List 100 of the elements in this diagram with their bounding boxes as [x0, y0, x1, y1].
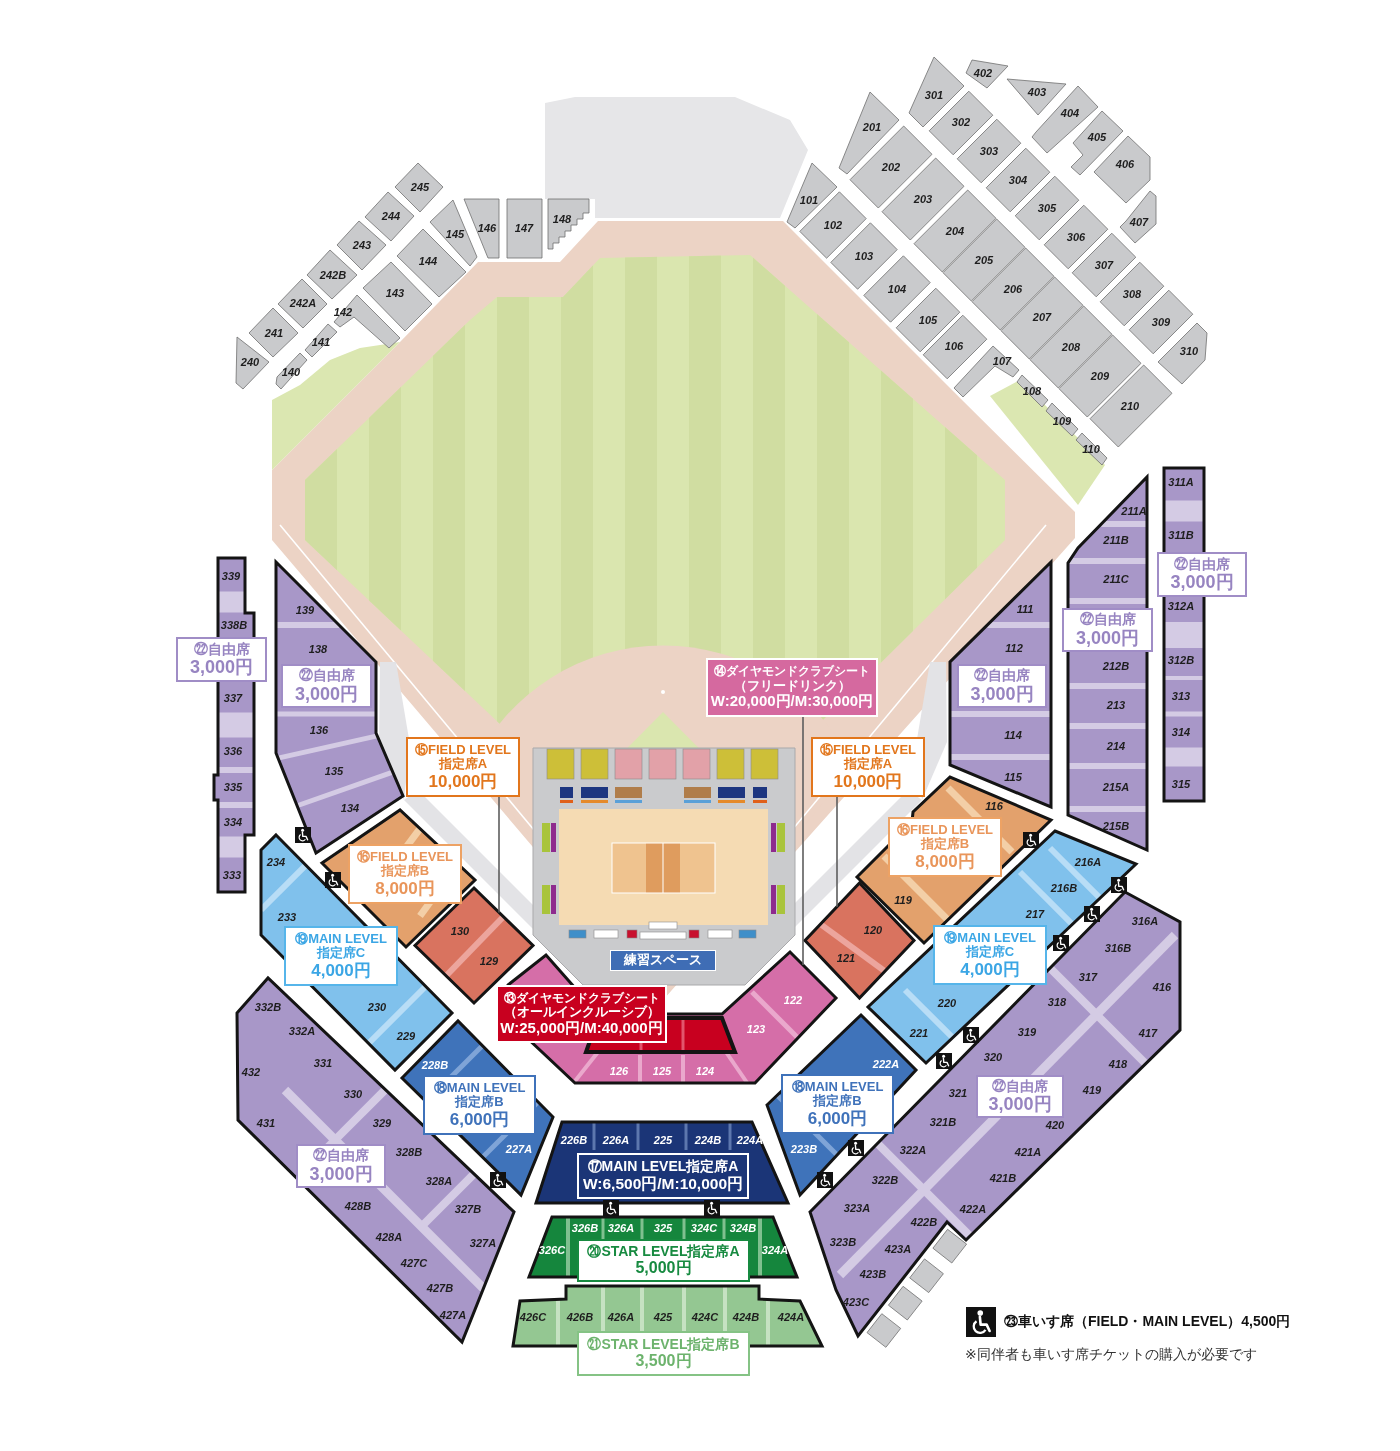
price-text: W:20,000円/M:30,000円	[710, 693, 874, 710]
price-text: 3,500円	[635, 1352, 692, 1371]
price-text: 10,000円	[833, 772, 903, 792]
section-number: 230	[367, 1001, 387, 1013]
category-text: ㉒自由席	[193, 641, 250, 658]
section-number: 325	[653, 1222, 673, 1234]
section-number: 423A	[884, 1243, 912, 1255]
section-number: 406	[1115, 158, 1135, 170]
category-text: ⑭ダイヤモンドクラブシート	[714, 665, 870, 679]
section-number: 125	[652, 1065, 672, 1077]
section-number: 431	[256, 1117, 276, 1129]
section-number: 423C	[842, 1296, 870, 1308]
section-number: 324C	[690, 1222, 718, 1234]
section-number: 421A	[1014, 1146, 1042, 1158]
price-text: 3,000円	[309, 1163, 373, 1184]
section-number: 418	[1108, 1058, 1128, 1070]
section-number: 323B	[829, 1236, 857, 1248]
price-box	[1157, 552, 1247, 597]
section-number: 402	[973, 67, 993, 79]
price-box	[423, 1075, 536, 1135]
section-number: 424A	[777, 1311, 805, 1323]
section-number: 121	[836, 952, 856, 964]
price-box	[957, 664, 1047, 708]
section-number: 403	[1027, 86, 1047, 98]
section-number: 423B	[859, 1268, 887, 1280]
section-number: 308	[1122, 288, 1142, 300]
section-number: 317	[1078, 971, 1098, 983]
category-text: ⑳STAR LEVEL指定席A	[587, 1243, 740, 1260]
category-text: ⑱MAIN LEVEL	[433, 1080, 526, 1095]
section-number: 327B	[454, 1203, 482, 1215]
section-number: 208	[1061, 341, 1081, 353]
section-number: 326A	[607, 1222, 635, 1234]
section-number: 101	[799, 194, 819, 206]
category-text: ⑬ダイヤモンドクラブシート	[503, 991, 660, 1005]
price-box	[781, 1074, 894, 1134]
section-number: 126	[609, 1065, 629, 1077]
section-number: 107	[992, 355, 1012, 367]
price-box	[296, 1144, 386, 1188]
category-text: ⑯FIELD LEVEL	[356, 849, 454, 864]
category-text: 指定席B	[380, 864, 430, 880]
section-number: 404	[1060, 107, 1080, 119]
section-number: 419	[1082, 1084, 1102, 1096]
section-number: 337	[223, 692, 243, 704]
section-number: 316B	[1104, 942, 1132, 954]
section-number: 335	[223, 781, 243, 793]
section-number: 148	[552, 213, 572, 225]
section-number: 102	[823, 219, 843, 231]
section-number: 105	[918, 314, 938, 326]
section-number: 424C	[691, 1311, 719, 1323]
section-number: 318	[1047, 996, 1067, 1008]
section-number: 332A	[288, 1025, 316, 1037]
section-number: 324A	[761, 1244, 789, 1256]
section-number: 303	[979, 145, 999, 157]
section-number: 226B	[560, 1134, 588, 1146]
section-number: 204	[945, 225, 965, 237]
section-number: 123	[746, 1023, 766, 1035]
price-box	[577, 1153, 749, 1199]
section-number: 134	[340, 802, 360, 814]
category-text: ⑲MAIN LEVEL	[295, 931, 387, 946]
section-number: 331	[313, 1057, 333, 1069]
price-text: 10,000円	[428, 772, 498, 792]
category-text: ⑱MAIN LEVEL	[791, 1079, 884, 1094]
price-text: 3,000円	[1170, 572, 1234, 593]
section-number: 428A	[375, 1231, 403, 1243]
price-text: 3,000円	[988, 1094, 1052, 1115]
category-text: （オールインクルーシブ）	[503, 1005, 660, 1020]
section-number: 140	[281, 366, 301, 378]
section-number: 307	[1094, 259, 1114, 271]
section-number: 422A	[959, 1203, 987, 1215]
section-number: 144	[418, 255, 438, 267]
section-number: 106	[944, 340, 964, 352]
section-number: 244	[381, 210, 401, 222]
section-number: 321B	[929, 1116, 957, 1128]
section-number: 339	[221, 570, 241, 582]
category-text: ㉒自由席	[313, 1148, 369, 1164]
section-number: 220	[937, 997, 957, 1009]
price-box	[976, 1075, 1064, 1118]
section-number: 326C	[538, 1244, 566, 1256]
category-text: ⑮FIELD LEVEL	[819, 742, 917, 757]
section-number: 130	[450, 925, 470, 937]
category-text: （フリードリンク）	[733, 678, 851, 694]
section-number: 405	[1087, 131, 1107, 143]
section-number: 242A	[289, 297, 317, 309]
price-text: 4,000円	[311, 961, 371, 981]
section-number: 206	[1003, 283, 1023, 295]
section-number: 311B	[1168, 529, 1194, 541]
price-box	[496, 985, 667, 1043]
price-text: 5,000円	[635, 1259, 692, 1278]
section-number: 334	[223, 816, 243, 828]
category-text: ⑯FIELD LEVEL	[896, 822, 994, 837]
section-number: 407	[1129, 216, 1149, 228]
price-text: 3,000円	[970, 683, 1034, 704]
section-number: 301	[924, 89, 944, 101]
price-box	[284, 926, 398, 986]
price-text: W:25,000円/M:40,000円	[500, 1019, 663, 1037]
category-text: 指定席C	[965, 945, 1015, 961]
section-number: 323A	[843, 1202, 871, 1214]
section-number: 233	[277, 911, 297, 923]
category-text: ㉑STAR LEVEL指定席B	[587, 1336, 740, 1353]
section-number: 322A	[899, 1144, 927, 1156]
